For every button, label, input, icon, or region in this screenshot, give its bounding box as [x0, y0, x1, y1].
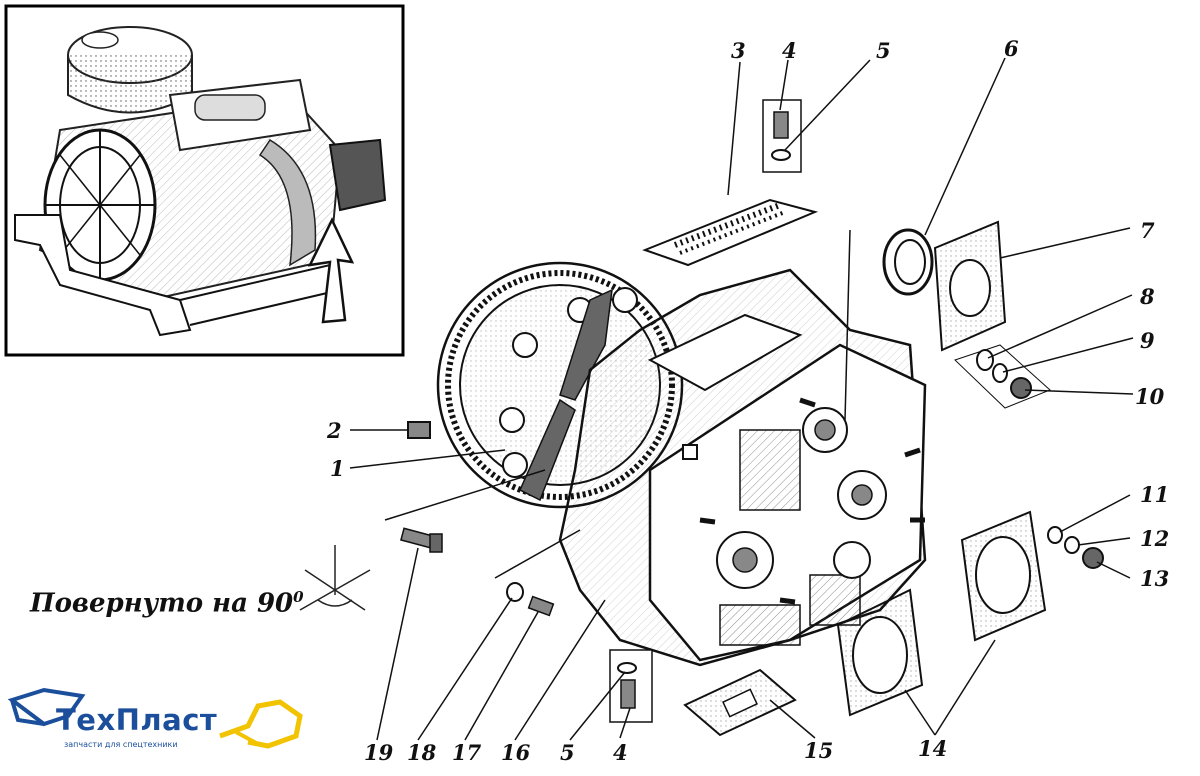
callout-11: 11	[1140, 482, 1170, 507]
callout-13: 13	[1140, 566, 1170, 591]
callout-2: 2	[327, 418, 342, 443]
part-bolt-washer-bottom	[609, 649, 653, 723]
callout-14: 14	[918, 736, 948, 761]
callout-6: 6	[1004, 36, 1019, 61]
callout-4-bottom: 4	[613, 740, 628, 765]
callout-10: 10	[1135, 384, 1165, 409]
part-bolt-short-washer	[506, 582, 555, 617]
callout-8: 8	[1140, 284, 1155, 309]
callout-4-top: 4	[782, 38, 797, 63]
part-bolt-long	[400, 527, 443, 553]
callout-16: 16	[501, 740, 531, 765]
part-vent-cover	[642, 198, 819, 267]
part-bolt-washer-top	[762, 99, 802, 173]
brand-name: ТехПласт	[56, 703, 218, 737]
rotation-note: Повернуто на 900	[30, 588, 304, 619]
brand-tagline: запчасти для спецтехники	[64, 740, 178, 749]
callout-17: 17	[452, 740, 482, 765]
brand-logo: ТехПласт запчасти для спецтехники	[7, 686, 308, 768]
degree-mark: 0	[293, 588, 304, 606]
part-nut	[407, 421, 431, 439]
callout-9: 9	[1140, 328, 1155, 353]
part-bottom-plate	[683, 668, 797, 737]
part-washers-nut-top	[954, 344, 1051, 409]
callout-12: 12	[1140, 526, 1170, 551]
rotation-axis-symbol	[299, 545, 371, 611]
leader-lines	[349, 57, 1134, 741]
part-seal-ring	[882, 228, 934, 296]
inset-engine-view	[4, 4, 405, 357]
callout-5-bottom: 5	[560, 740, 575, 765]
callout-19: 19	[364, 740, 394, 765]
rotation-note-text: Повернуто на 90	[30, 588, 294, 619]
callout-3: 3	[731, 38, 746, 63]
part-flange-gaskets	[836, 510, 1047, 717]
part-washers-nut-right	[1047, 526, 1104, 569]
gearbox-housing	[558, 268, 927, 667]
excavator-bucket-icon	[7, 687, 303, 749]
arrow-icon	[307, 217, 355, 324]
callout-15: 15	[804, 738, 834, 763]
callout-1: 1	[330, 456, 345, 481]
callout-7: 7	[1140, 218, 1155, 243]
callout-5-top: 5	[876, 38, 891, 63]
part-square-gasket	[933, 220, 1007, 352]
callout-18: 18	[407, 740, 437, 765]
